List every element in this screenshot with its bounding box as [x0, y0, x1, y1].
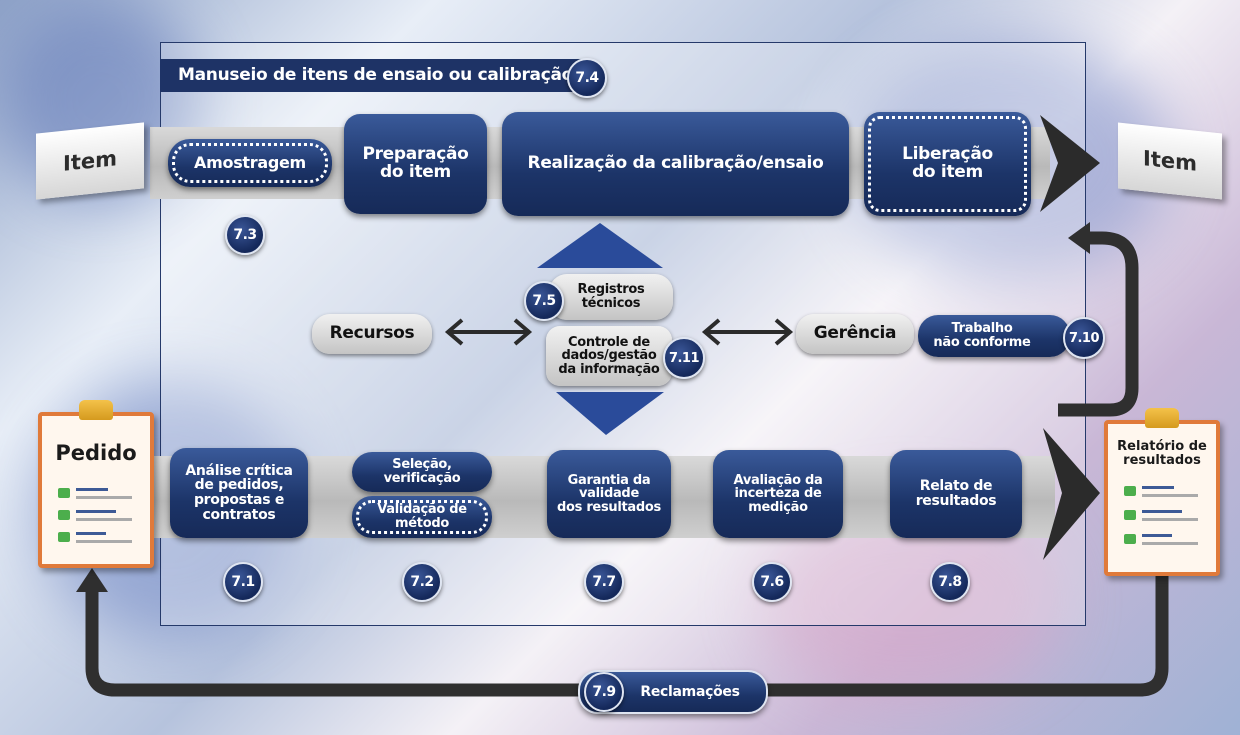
text-line — [76, 532, 106, 535]
realizacao-label: Realização da calibração/ensaio — [527, 153, 824, 174]
down-triangle — [556, 392, 664, 435]
text-line — [1142, 518, 1198, 521]
registros-label: Registros técnicos — [577, 282, 645, 311]
check-icon — [1124, 510, 1136, 520]
analise-box: Análise crítica de pedidos, propostas e … — [170, 448, 308, 538]
badge-7-5: 7.5 — [524, 281, 564, 321]
garantia-box: Garantia da validade dos resultados — [547, 450, 671, 538]
relatorio-label: Relatório de resultados — [1117, 439, 1207, 468]
badge-7-8: 7.8 — [930, 562, 970, 602]
registros-pill: Registros técnicos — [549, 274, 673, 320]
check-icon — [58, 532, 70, 542]
double-arrow-left — [444, 318, 533, 346]
realizacao-box: Realização da calibração/ensaio — [502, 112, 849, 216]
amostragem-box: Amostragem — [168, 139, 332, 187]
check-icon — [58, 488, 70, 498]
badge-7-3: 7.3 — [225, 215, 265, 255]
relatorio-clipboard: Relatório de resultados — [1104, 408, 1220, 576]
text-line — [1142, 510, 1182, 513]
validacao-label: Validação de método — [377, 502, 467, 531]
feedback-loop-line — [1058, 231, 1139, 417]
preparacao-box: Preparação do item — [344, 114, 487, 214]
badge-7-10: 7.10 — [1063, 317, 1105, 359]
text-line — [76, 540, 132, 543]
item-box-right: Item — [1118, 122, 1222, 200]
check-icon — [1124, 534, 1136, 544]
bottom-chevron-arrow — [1043, 428, 1100, 560]
double-arrow-right — [701, 318, 794, 346]
reclamacoes-label: Reclamações — [640, 683, 740, 700]
garantia-label: Garantia da validade dos resultados — [557, 472, 661, 515]
trabalho-label: Trabalho não conforme — [933, 321, 1031, 350]
item-box-left: Item — [36, 122, 144, 200]
text-line — [1142, 534, 1172, 537]
preparacao-label: Preparação do item — [362, 144, 469, 182]
avaliacao-box: Avaliação da incerteza de medição — [713, 450, 843, 538]
badge-7-7: 7.7 — [584, 562, 624, 602]
title-text: Manuseio de itens de ensaio ou calibraçã… — [178, 65, 574, 85]
check-icon — [58, 510, 70, 520]
trabalho-box: Trabalho não conforme — [918, 315, 1070, 357]
avaliacao-label: Avaliação da incerteza de medição — [733, 472, 823, 515]
text-line — [1142, 486, 1174, 489]
up-triangle — [537, 223, 663, 268]
top-chevron-arrow — [1040, 115, 1100, 212]
feedback-loop-head — [1068, 222, 1090, 254]
validacao-box: Validação de método — [352, 496, 492, 538]
clipboard-clamp-icon — [1145, 408, 1179, 428]
text-line — [76, 518, 132, 521]
badge-7-4: 7.4 — [567, 58, 607, 98]
text-line — [76, 510, 116, 513]
text-line — [76, 496, 132, 499]
liberacao-box: Liberação do item — [864, 112, 1031, 216]
selecao-label: Seleção, verificação — [383, 457, 461, 486]
item-left-label: Item — [63, 146, 117, 176]
badge-7-9: 7.9 — [584, 672, 624, 712]
amostragem-label: Amostragem — [194, 152, 306, 172]
reclamacoes-loop-head — [76, 568, 108, 592]
controle-pill: Controle de dados/gestão da informação — [546, 326, 672, 386]
recursos-label: Recursos — [329, 323, 415, 344]
pedido-label: Pedido — [55, 441, 137, 465]
page-title: Manuseio de itens de ensaio ou calibraçã… — [160, 59, 590, 92]
controle-label: Controle de dados/gestão da informação — [558, 334, 660, 377]
gerencia-pill: Gerência — [796, 314, 914, 354]
item-right-label: Item — [1143, 146, 1197, 176]
recursos-pill: Recursos — [312, 314, 432, 354]
relato-box: Relato de resultados — [890, 450, 1022, 538]
text-line — [1142, 542, 1198, 545]
check-icon — [1124, 486, 1136, 496]
badge-7-1: 7.1 — [223, 562, 263, 602]
selecao-box: Seleção, verificação — [352, 452, 492, 492]
relato-label: Relato de resultados — [915, 478, 997, 509]
pedido-clipboard: Pedido — [38, 400, 154, 568]
badge-7-11: 7.11 — [663, 337, 705, 379]
liberacao-label: Liberação do item — [902, 144, 993, 182]
badge-7-6: 7.6 — [752, 562, 792, 602]
clipboard-clamp-icon — [79, 400, 113, 420]
analise-label: Análise crítica de pedidos, propostas e … — [185, 462, 293, 523]
badge-7-2: 7.2 — [402, 562, 442, 602]
gerencia-label: Gerência — [813, 323, 897, 344]
text-line — [76, 488, 108, 491]
text-line — [1142, 494, 1198, 497]
